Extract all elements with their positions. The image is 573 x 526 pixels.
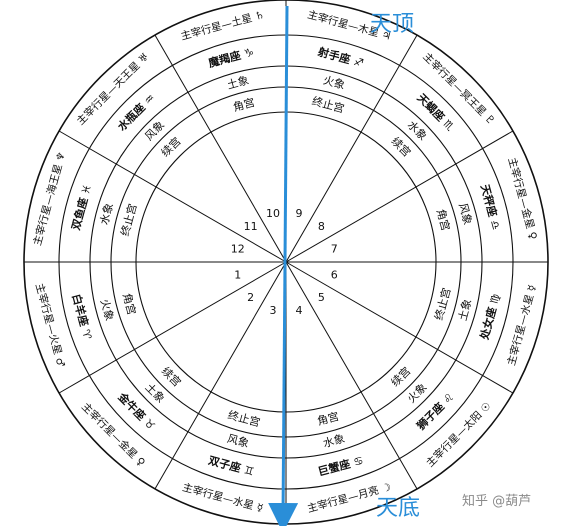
sign-label: 白羊座 ♈	[69, 292, 95, 341]
sign-label: 双鱼座 ♓	[68, 183, 94, 232]
element-label: 土象	[226, 74, 251, 92]
house-number: 8	[318, 220, 325, 233]
house-divider	[58, 130, 287, 263]
house-number: 12	[231, 243, 245, 256]
house-number: 2	[247, 291, 254, 304]
element-label: 水象	[98, 202, 116, 227]
house-divider	[285, 34, 418, 263]
mode-label: 终止宫	[226, 407, 261, 429]
house-divider	[285, 130, 514, 263]
house-number: 5	[318, 291, 325, 304]
ruler-label: 主宰行星—海王星 ♆	[31, 150, 69, 247]
element-label: 土象	[456, 298, 474, 323]
house-number: 3	[270, 304, 277, 317]
house-dividers	[24, 0, 548, 524]
mode-label: 终止宫	[118, 202, 140, 237]
house-number: 4	[295, 304, 302, 317]
mode-label: 角宫	[315, 409, 340, 428]
mode-label: 终止宫	[431, 286, 453, 321]
element-label: 火象	[322, 74, 347, 92]
element-label: 风象	[456, 202, 474, 227]
mode-label: 终止宫	[310, 94, 345, 116]
element-label: 火象	[98, 298, 116, 323]
element-label: 风象	[226, 432, 251, 450]
vertical-axis	[268, 5, 299, 526]
element-label: 水象	[322, 432, 347, 450]
house-number: 7	[331, 243, 338, 256]
meridian-axis-line	[268, 5, 299, 526]
sign-label: 天秤座 ♎	[478, 183, 504, 232]
sign-label: 魔羯座 ♑	[207, 44, 256, 70]
ruler-label: 主宰行星—水星 ☿	[505, 283, 539, 367]
house-divider	[154, 34, 287, 263]
house-divider	[285, 261, 418, 490]
sign-label: 双子座 ♊	[207, 453, 256, 479]
house-number: 10	[266, 207, 280, 220]
sign-label: 处女座 ♍	[477, 292, 503, 342]
imum-coeli-label: 天底	[376, 496, 421, 521]
element-label: 火象	[405, 381, 430, 406]
mode-label: 角宫	[434, 207, 453, 232]
ruler-label: 主宰行星—火星 ♂	[33, 282, 68, 369]
house-number: 9	[295, 207, 302, 220]
mode-label: 角宫	[120, 291, 139, 316]
sign-label: 巨蟹座 ♋	[316, 453, 365, 479]
house-divider	[285, 261, 514, 394]
watermark: 知乎 @葫芦	[462, 494, 532, 509]
mode-label: 角宫	[231, 95, 256, 114]
axis-arrow-down	[279, 505, 288, 522]
house-number: 1	[234, 268, 241, 281]
element-label: 风象	[142, 118, 167, 143]
element-label: 土象	[142, 381, 167, 406]
midheaven-label: 天顶	[370, 12, 415, 37]
house-divider	[154, 261, 287, 490]
house-divider	[58, 261, 287, 394]
sign-label: 射手座 ♐	[316, 44, 366, 70]
house-number: 11	[244, 220, 258, 233]
house-number: 6	[331, 268, 338, 281]
element-label: 水象	[405, 118, 430, 143]
ruler-label: 主宰行星—水星 ☿	[181, 481, 265, 515]
